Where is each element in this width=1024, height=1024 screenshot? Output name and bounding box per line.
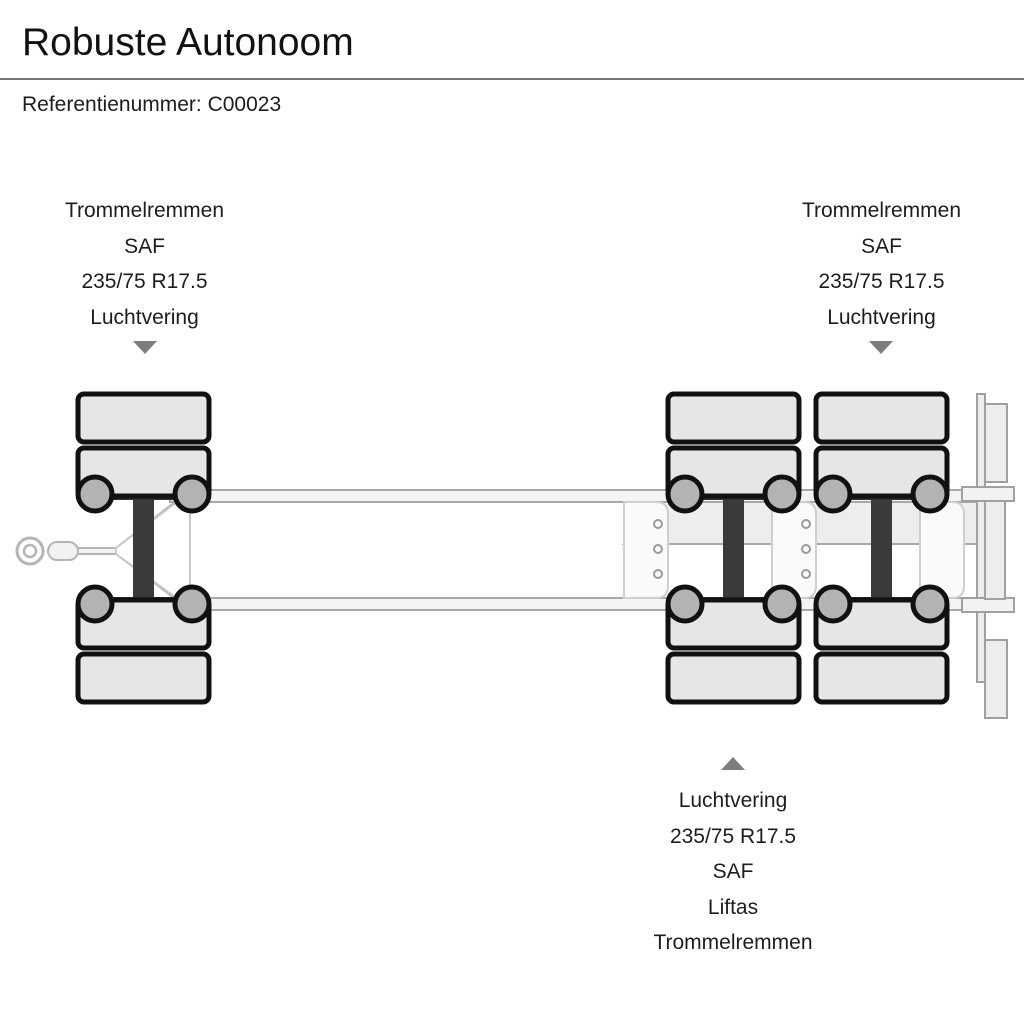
hub-rear2-upper-right <box>910 474 950 514</box>
mudguard-lower <box>984 639 1008 719</box>
tire-rear2-upper-outer <box>813 391 950 445</box>
annotation-front-line-4: Luchtvering <box>90 305 199 329</box>
rear-crossmember-lower <box>961 597 1015 613</box>
annotation-rear-line-2: SAF <box>861 234 902 258</box>
header-divider <box>0 78 1024 80</box>
hub-rear1-upper-left <box>665 474 705 514</box>
rear-axle-group-1 <box>665 391 802 705</box>
annotation-front-line-1: Trommelremmen <box>64 199 225 222</box>
rear-end-assembly <box>961 393 1015 719</box>
annotation-rear-line-4: Luchtvering <box>827 305 936 329</box>
front-axle-group <box>75 391 212 705</box>
trailer-diagram <box>0 372 1024 724</box>
hub-front-lower-left <box>75 584 115 624</box>
chassis-web-panel-1 <box>623 501 669 599</box>
annotation-bottom-axle: Luchtvering 235/75 R17.5 SAF Liftas Trom… <box>573 783 893 961</box>
tow-eye-inner <box>22 543 38 559</box>
hub-rear1-lower-left <box>665 584 705 624</box>
rear-crossmember-upper <box>961 486 1015 502</box>
hub-front-upper-left <box>75 474 115 514</box>
triangle-down-icon-front <box>133 341 157 354</box>
rear-vertical-post <box>976 393 986 683</box>
drawbar-shank <box>47 541 79 561</box>
hub-rear1-lower-right <box>762 584 802 624</box>
hub-rear1-upper-right <box>762 474 802 514</box>
annotation-front-line-3: 235/75 R17.5 <box>81 270 208 293</box>
rear-axle-group-2 <box>813 391 950 705</box>
tire-rear1-upper-outer <box>665 391 802 445</box>
annotation-rear-line-3: 235/75 R17.5 <box>818 270 945 293</box>
rear-centre-plate <box>984 500 1006 600</box>
annotation-bottom-line-4: Liftas <box>707 895 759 919</box>
triangle-up-icon-bottom <box>721 757 745 770</box>
hub-front-upper-right <box>172 474 212 514</box>
tire-rear2-lower-outer <box>813 651 950 705</box>
chassis-web-panel-3 <box>919 501 965 599</box>
chassis-mounting-holes <box>653 519 811 579</box>
hub-rear2-upper-left <box>813 474 853 514</box>
annotation-front-axle: Trommelremmen SAF 235/75 R17.5 Luchtveri… <box>3 193 286 335</box>
annotation-rear-line-1: Trommelremmen <box>801 199 962 222</box>
front-axle-beam <box>133 470 154 630</box>
page-title: Robuste Autonoom <box>22 21 354 64</box>
hub-rear2-lower-right <box>910 584 950 624</box>
annotation-bottom-line-5: Trommelremmen <box>653 931 813 954</box>
annotation-bottom-line-3: SAF <box>712 860 754 883</box>
tire-rear1-lower-outer <box>665 651 802 705</box>
tire-front-lower-outer <box>75 651 212 705</box>
triangle-down-icon-rear <box>869 341 893 354</box>
mudguard-upper <box>984 403 1008 483</box>
annotation-rear-axle: Trommelremmen SAF 235/75 R17.5 Luchtveri… <box>740 193 1023 335</box>
rear1-axle-beam <box>723 470 744 630</box>
hub-rear2-lower-left <box>813 584 853 624</box>
reference-number: Referentienummer: C00023 <box>22 93 282 116</box>
trailer-schematic-svg <box>15 391 1015 719</box>
rear2-axle-beam <box>871 470 892 630</box>
annotation-bottom-line-1: Luchtvering <box>678 789 788 812</box>
hub-front-lower-right <box>172 584 212 624</box>
tire-front-upper-outer <box>75 391 212 445</box>
chassis-web-panel-2 <box>771 501 817 599</box>
annotation-bottom-line-2: 235/75 R17.5 <box>669 824 797 848</box>
annotation-front-line-2: SAF <box>124 234 165 258</box>
